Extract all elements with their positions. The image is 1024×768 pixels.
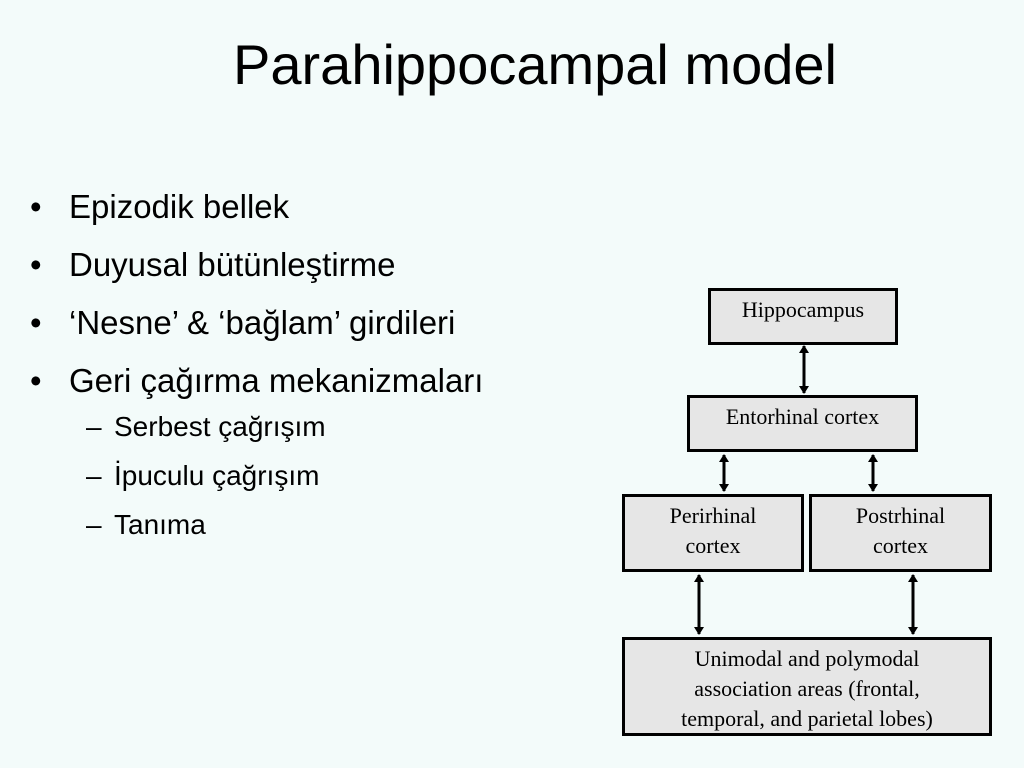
bullet-mark: •: [30, 304, 42, 341]
sub-bullet-list: –Serbest çağrışım –İpuculu çağrışım –Tan…: [86, 402, 326, 549]
perirhinal-box: Perirhinal cortex: [622, 494, 804, 572]
association-label-line-1: Unimodal and polymodal: [694, 646, 920, 671]
bullet-mark: •: [30, 362, 42, 399]
bullet-item: • Duyusal bütünleştirme: [30, 236, 483, 294]
bullet-list: •Epizodik bellek •Duyusal bütünleştirme …: [30, 178, 483, 410]
sub-bullet-mark: –: [86, 460, 102, 491]
postrhinal-label-line-1: Postrhinal: [855, 503, 946, 528]
sub-bullet-text: Serbest çağrışım: [114, 411, 326, 442]
sub-bullet-mark: –: [86, 509, 102, 540]
postrhinal-label-line-2: cortex: [873, 533, 928, 558]
sub-bullet-text: İpuculu çağrışım: [114, 460, 320, 491]
association-label-line-2: association areas (frontal,: [694, 676, 920, 701]
sub-bullet-item: –Serbest çağrışım: [86, 402, 326, 451]
association-label-line-3: temporal, and parietal lobes): [681, 706, 933, 731]
perirhinal-label-line-2: cortex: [685, 533, 741, 558]
hippocampus-label: Hippocampus: [741, 297, 865, 322]
bullet-mark: •: [30, 188, 42, 225]
sub-bullet-text: Tanıma: [114, 509, 206, 540]
entorhinal-label: Entorhinal cortex: [725, 404, 880, 429]
bullet-text: Duyusal bütünleştirme: [69, 246, 396, 283]
sub-bullet-mark: –: [86, 411, 102, 442]
association-areas-box: Unimodal and polymodal association areas…: [622, 637, 992, 736]
sub-bullet-item: –Tanıma: [86, 500, 326, 549]
entorhinal-box: Entorhinal cortex: [687, 395, 918, 452]
bullet-item: • Geri çağırma mekanizmaları: [30, 352, 483, 410]
bullet-text: Epizodik bellek: [69, 188, 290, 225]
slide-title: Parahippocampal model: [233, 33, 837, 96]
bullet-text: ‘Nesne’ & ‘bağlam’ girdileri: [69, 304, 456, 341]
bullet-item: • Epizodik bellek: [30, 178, 483, 236]
postrhinal-box: Postrhinal cortex: [809, 494, 992, 572]
bullet-text: Geri çağırma mekanizmaları: [69, 362, 484, 399]
bullet-mark: •: [30, 246, 42, 283]
bullet-item: • ‘Nesne’ & ‘bağlam’ girdileri: [30, 294, 483, 352]
hippocampus-box: Hippocampus: [708, 288, 898, 345]
sub-bullet-item: –İpuculu çağrışım: [86, 451, 326, 500]
perirhinal-label-line-1: Perirhinal: [669, 503, 757, 528]
